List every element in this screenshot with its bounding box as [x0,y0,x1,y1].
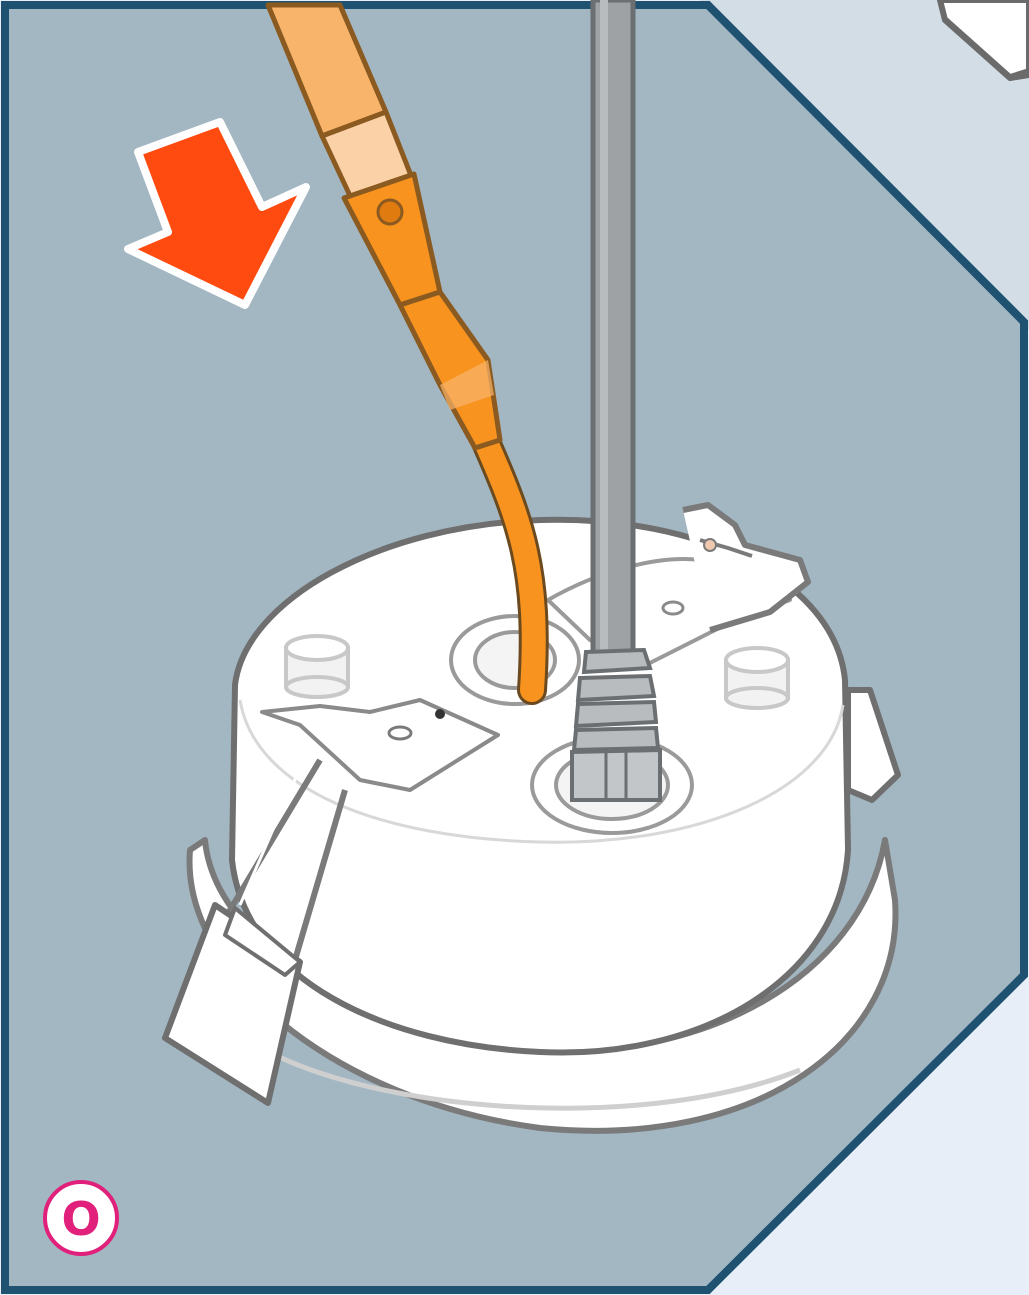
housing-boss-right [726,648,788,708]
housing-boss-left [286,636,348,697]
grommet-left [451,616,579,704]
step-marker-label: O [61,1192,100,1246]
step-marker: O [45,1182,117,1254]
